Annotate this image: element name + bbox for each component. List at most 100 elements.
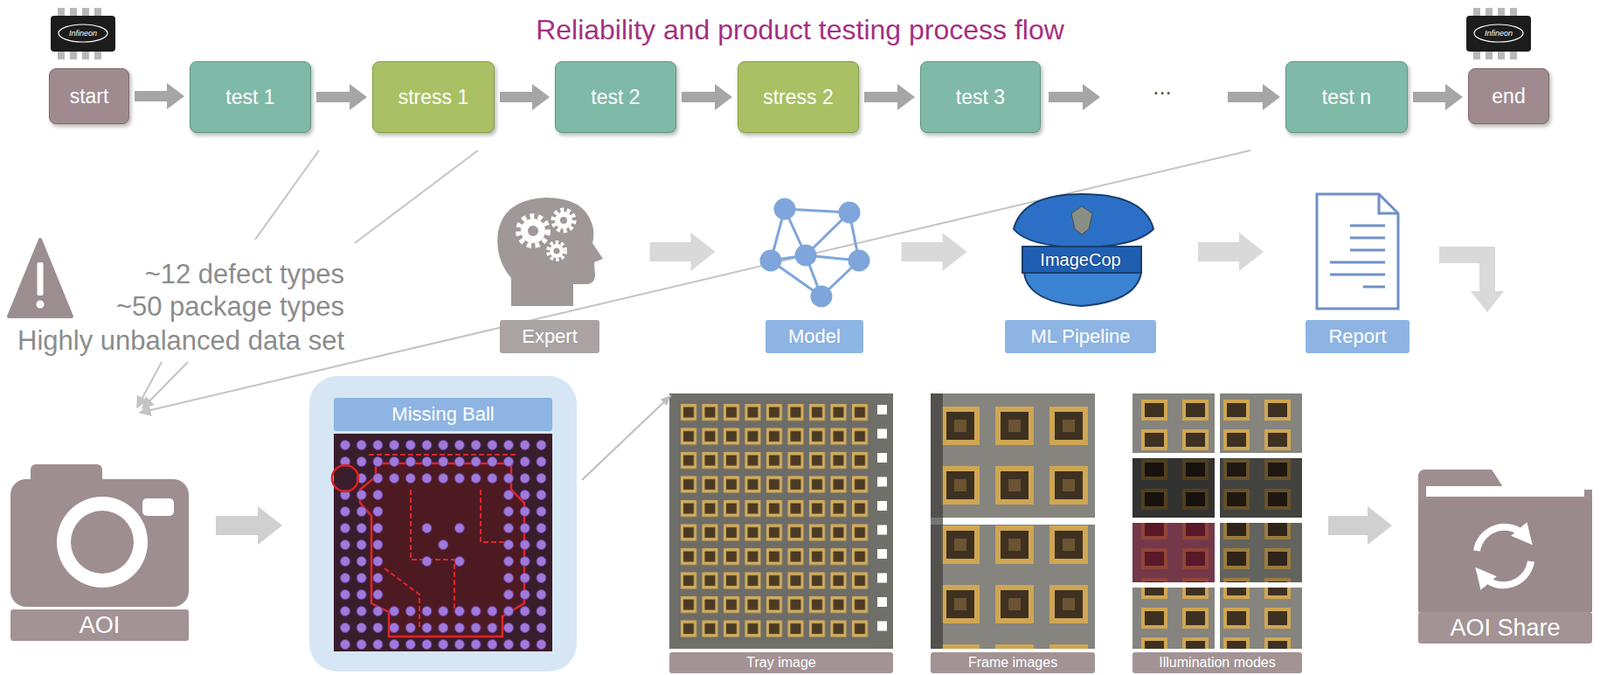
missing-ball-image-part (487, 457, 498, 467)
missing-ball-image-part (405, 606, 416, 617)
expert-head-icon-part (527, 225, 539, 236)
missing-ball-image-part (454, 473, 465, 484)
missing-ball-image-part (519, 589, 530, 600)
node-text: end (1491, 83, 1525, 109)
test-box: test 1 (189, 61, 312, 133)
folder-icon-part (1426, 485, 1585, 497)
connector (581, 394, 672, 480)
missing-ball-image-part (454, 606, 465, 617)
camera-icon-part (70, 510, 134, 574)
tray-image-part (678, 400, 872, 641)
image-node: Illumination modes (1132, 393, 1303, 673)
leader-line-part (255, 150, 319, 240)
missing-ball-image-part (519, 473, 530, 484)
missing-ball-image-part (519, 540, 530, 550)
warning-icon-part (8, 239, 72, 317)
missing-ball-image-part (454, 623, 465, 633)
missing-ball-image-part (519, 623, 530, 633)
node-label: Tray image (669, 651, 894, 673)
tray-image-part (669, 393, 894, 649)
missing-ball-image-part (422, 639, 432, 650)
missing-ball-image-part (340, 556, 351, 567)
block-arrow (864, 83, 915, 111)
logo-text: Infineon (1472, 27, 1525, 40)
missing-ball-image-part (373, 606, 383, 617)
missing-ball-image-part (373, 490, 383, 500)
illumination-images-part (1132, 587, 1215, 649)
illumination-images-part (1219, 522, 1303, 582)
node-text: test 1 (225, 84, 275, 110)
missing-ball-image-part (389, 623, 400, 633)
report-icon-part (1316, 193, 1399, 309)
missing-ball-image-part (356, 540, 367, 550)
missing-ball-image-part (519, 490, 530, 500)
image-node: Frame images (930, 393, 1095, 673)
missing-ball-image-part (536, 473, 547, 484)
connector (499, 83, 550, 111)
missing-ball-image-part (536, 573, 547, 583)
missing-ball-image-part (340, 573, 351, 583)
report-icon-part-part (1350, 249, 1386, 252)
missing-ball-image-part (438, 639, 449, 650)
camera-icon-part (10, 478, 189, 607)
missing-ball-image-part (504, 556, 514, 567)
tray-image-part-part (877, 525, 887, 535)
missing-ball-image-part (373, 623, 383, 633)
tray-image-part-part (877, 429, 887, 439)
missing-ball-image-part (504, 606, 514, 617)
missing-ball-image-part (340, 506, 351, 517)
image-node: Tray image (669, 393, 894, 673)
missing-ball-image-part (504, 506, 514, 517)
node-label: Missing Ball (333, 397, 553, 431)
missing-ball-image-part (438, 457, 449, 467)
expert-head-icon (497, 197, 603, 306)
illumination-images-part (1219, 587, 1303, 649)
missing-ball-image-part (438, 473, 449, 484)
missing-ball-image-part (536, 457, 547, 467)
report-icon (1316, 193, 1399, 309)
police-cap-icon-part (1013, 193, 1154, 248)
missing-ball-image-part (454, 457, 465, 467)
illumination-images-part (1219, 457, 1303, 518)
block-arrow (1328, 505, 1393, 545)
network-icon (761, 199, 869, 306)
police-cap-icon-part (1024, 272, 1142, 306)
test-box: test 2 (554, 61, 677, 133)
missing-ball-image-part (470, 639, 481, 650)
connector (901, 232, 968, 271)
report-icon-part-part (1350, 224, 1386, 228)
block-arrow (681, 83, 733, 111)
missing-ball-image-part (487, 606, 498, 617)
folder-icon-part (1482, 561, 1531, 585)
tray-image-part-part (877, 548, 887, 559)
camera-icon-part (142, 498, 174, 516)
connector (1328, 505, 1393, 545)
test-box: test n (1285, 61, 1408, 133)
expert-head-icon-part (520, 218, 546, 243)
network-icon-part (839, 202, 859, 222)
missing-ball-image-part (536, 556, 547, 567)
terminal-box: end (1468, 68, 1550, 125)
connector (1198, 232, 1264, 271)
expert-head-icon-part (547, 242, 566, 260)
missing-ball-image-part (519, 440, 530, 451)
block-arrow (316, 83, 368, 111)
missing-ball-image-part (470, 623, 481, 633)
chip-icon (50, 7, 116, 60)
missing-ball-image-part (360, 463, 525, 637)
missing-ball-image-part (487, 473, 498, 484)
missing-ball-image-part (470, 440, 481, 451)
illumination-images-part (1132, 457, 1215, 518)
missing-ball-image-part (356, 523, 367, 534)
diagram-title: Reliability and product testing process … (0, 10, 1600, 49)
missing-ball-image-part (454, 440, 465, 451)
missing-ball-image-part (340, 589, 351, 600)
missing-ball-image-part (405, 639, 416, 650)
tray-image-part-part (877, 404, 887, 415)
node-label: Frame images (930, 651, 1095, 673)
node-text: test n (1322, 84, 1372, 110)
node-label: AOI (10, 609, 189, 641)
missing-ball-image-part (504, 639, 514, 650)
missing-ball-image-part (340, 540, 351, 550)
warning-icon-part (37, 262, 44, 296)
